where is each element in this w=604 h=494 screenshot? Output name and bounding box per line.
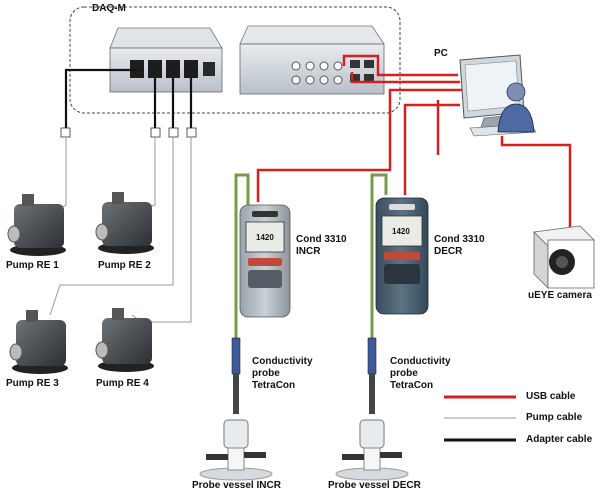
legend bbox=[444, 395, 516, 442]
camera bbox=[533, 225, 595, 289]
pc-computer bbox=[459, 54, 537, 137]
pump-re-3 bbox=[9, 310, 68, 374]
probe-incr-label: Conductivity probe TetraCon bbox=[252, 356, 313, 391]
pump-re-2-label: Pump RE 2 bbox=[98, 260, 151, 271]
meter-incr-display-value: 1420 bbox=[256, 233, 274, 242]
vessel-decr bbox=[335, 419, 409, 481]
legend-label-adapter: Adapter cable bbox=[526, 434, 593, 445]
pump-re-1 bbox=[7, 194, 66, 256]
user-icon bbox=[497, 82, 535, 133]
pump-re-2 bbox=[95, 192, 154, 254]
camera-label: uEYE camera bbox=[528, 290, 592, 301]
meter-decr-label: Cond 3310 DECR bbox=[434, 234, 485, 257]
usb-cables bbox=[256, 54, 572, 232]
probe-decr bbox=[367, 337, 377, 414]
probe-incr bbox=[231, 337, 241, 414]
meter-decr-display-value: 1420 bbox=[392, 227, 410, 236]
daq-m-group-frame bbox=[69, 6, 401, 114]
probe-cables bbox=[234, 173, 388, 340]
pump-re-4 bbox=[95, 308, 154, 372]
legend-label-usb: USB cable bbox=[526, 391, 576, 402]
legend-label-pump: Pump cable bbox=[526, 412, 583, 423]
vessel-decr-label: Probe vessel DECR bbox=[328, 480, 421, 491]
meter-incr-label: Cond 3310 INCR bbox=[296, 234, 347, 257]
vessel-incr-label: Probe vessel INCR bbox=[192, 480, 281, 491]
pump-re-3-label: Pump RE 3 bbox=[6, 378, 59, 389]
probe-decr-label: Conductivity probe TetraCon bbox=[390, 356, 451, 391]
cable-connectors bbox=[60, 127, 197, 138]
daq-m-label: DAQ-M bbox=[92, 3, 126, 14]
daq-main-box bbox=[239, 25, 385, 95]
pump-re-1-label: Pump RE 1 bbox=[6, 260, 59, 271]
pc-label: PC bbox=[434, 48, 448, 59]
pump-re-4-label: Pump RE 4 bbox=[96, 378, 149, 389]
vessel-incr bbox=[199, 419, 273, 481]
daq-adapter-box bbox=[109, 27, 223, 93]
meter-incr: 1420 bbox=[239, 204, 291, 318]
adapter-cables bbox=[64, 68, 193, 128]
meter-decr: 1420 bbox=[375, 197, 429, 315]
